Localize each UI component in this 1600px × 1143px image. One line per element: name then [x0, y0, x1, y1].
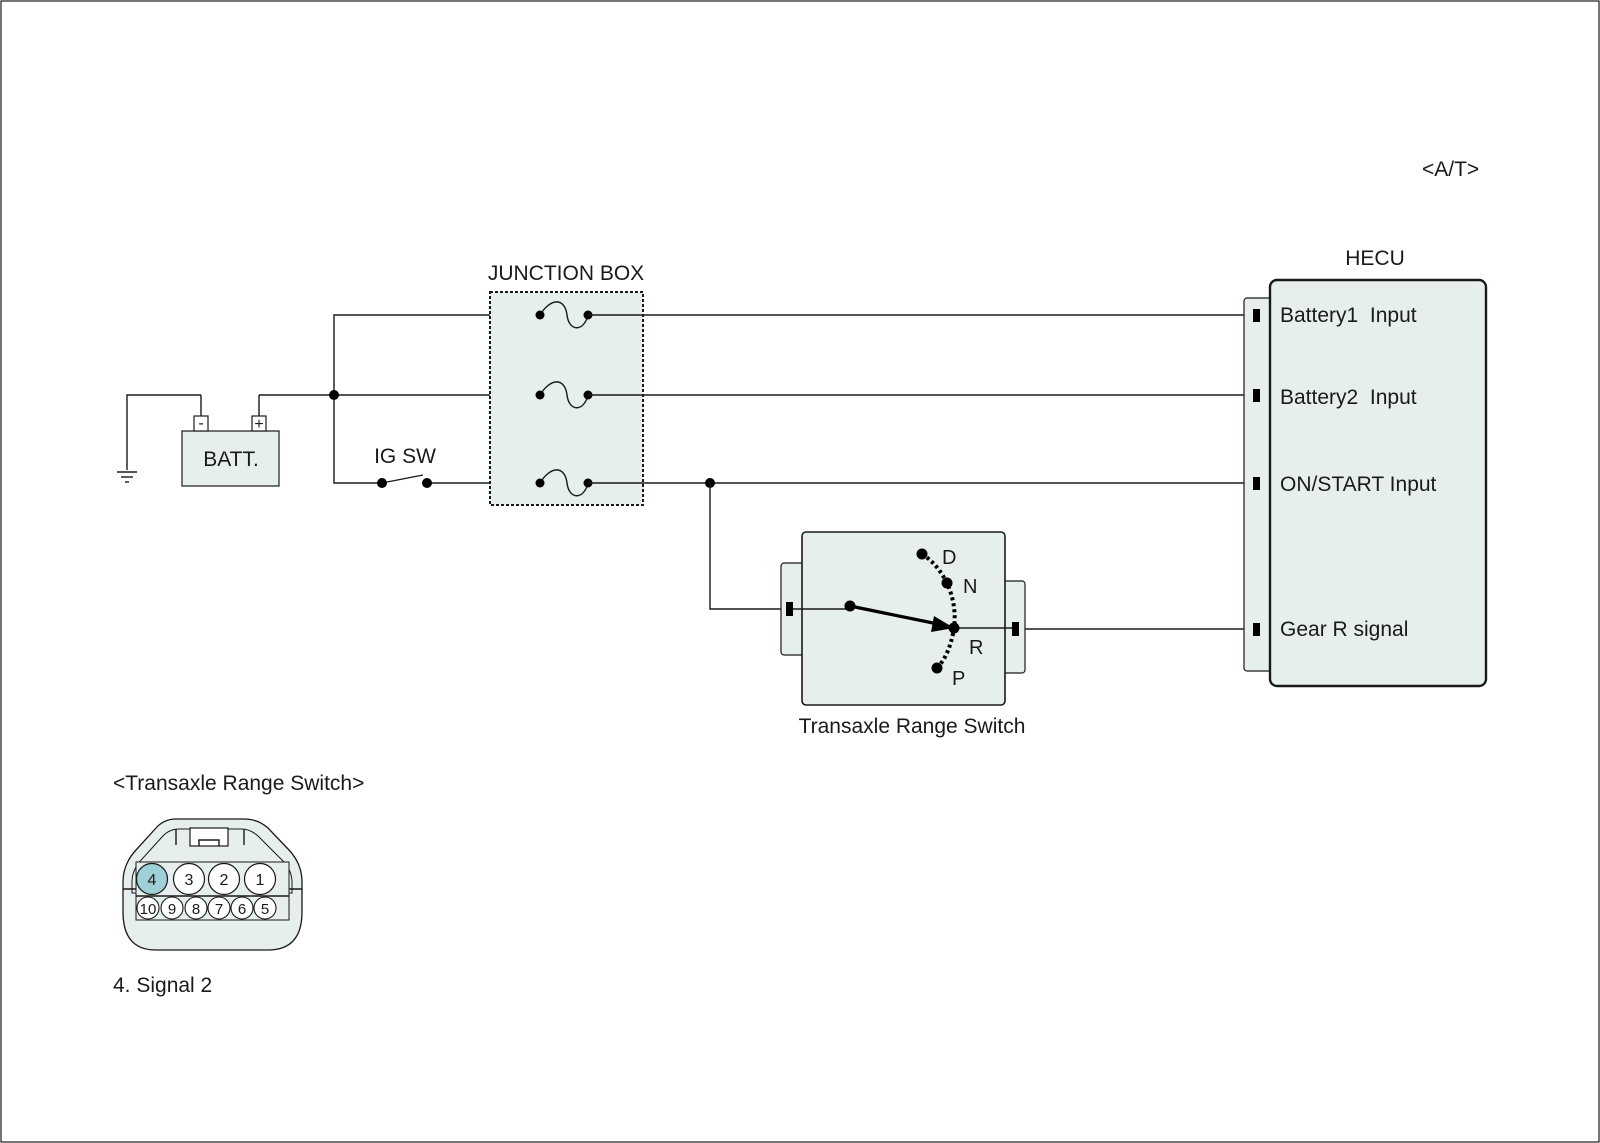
variant-label: <A/T> [1422, 158, 1479, 181]
connector-pin [172, 862, 206, 896]
battery: - + BATT. [181, 395, 280, 487]
fuse-battery1 [535, 301, 593, 329]
wire-range-switch-feed [709, 483, 786, 610]
junction-box-title: JUNCTION BOX [488, 262, 644, 285]
splice-battery [329, 390, 339, 400]
ig-switch-label: IG SW [374, 445, 436, 468]
junction-box-outline [489, 291, 644, 506]
connector-view: <Transaxle Range Switch> 4 3 2 1 [113, 772, 364, 997]
hecu-pin-on-start [1253, 477, 1260, 490]
connector-title: <Transaxle Range Switch> [113, 772, 364, 795]
position-p-label: P [952, 668, 965, 690]
connector-bottom-row: 10 9 8 7 6 5 [136, 896, 277, 920]
ground-symbol [117, 394, 201, 483]
battery-minus-sign: - [198, 415, 203, 432]
position-n-label: N [963, 576, 977, 598]
connector-pin-label: 10 [140, 901, 157, 918]
connector-pin [243, 862, 277, 896]
hecu-input-battery1: Battery1 Input [1280, 304, 1417, 327]
hecu: HECU Battery1 Input Battery2 Input ON/ST… [1243, 247, 1488, 688]
connector-pin-label: 8 [192, 901, 200, 918]
hecu-pin-battery2 [1253, 389, 1260, 402]
wire-ig-feed [333, 395, 382, 484]
hecu-pin-battery1 [1253, 309, 1260, 322]
connector-caption: 4. Signal 2 [113, 974, 212, 997]
connector-pin [136, 896, 160, 920]
range-switch-output-pin [1012, 622, 1019, 636]
transaxle-range-switch: D N R P Transaxle Range Switch [780, 531, 1026, 738]
wire-battery1 [333, 314, 540, 395]
connector-latch [189, 827, 229, 847]
range-switch-input-pin [786, 602, 793, 616]
connector-pin [207, 896, 231, 920]
connector-pin-label: 9 [168, 901, 176, 918]
range-switch-title: Transaxle Range Switch [799, 715, 1026, 738]
ig-switch: IG SW [374, 445, 540, 488]
range-switch-arm [849, 604, 939, 626]
connector-pin [230, 896, 254, 920]
battery-body [181, 430, 280, 487]
hecu-input-on-start: ON/START Input [1280, 473, 1437, 496]
junction-box: JUNCTION BOX [488, 262, 644, 506]
position-d-label: D [942, 547, 956, 569]
range-switch-pivot [844, 600, 856, 612]
hecu-title: HECU [1345, 247, 1405, 270]
position-p-contact [931, 662, 943, 674]
connector-pin-label: 3 [185, 872, 194, 889]
connector-pin-label: 4 [148, 872, 157, 889]
battery-label: BATT. [203, 448, 259, 471]
connector-pin [184, 896, 208, 920]
connector-pin [253, 896, 277, 920]
connector-pin [207, 862, 241, 896]
position-n-contact [941, 577, 953, 589]
hecu-pin-gear-r [1253, 623, 1260, 636]
connector-pin-label: 6 [238, 901, 246, 918]
connector-pin-label: 7 [215, 901, 223, 918]
connector-pin-label: 5 [261, 901, 269, 918]
connector-pin-label: 2 [220, 872, 229, 889]
position-r-label: R [969, 637, 983, 659]
range-switch-arrowhead [931, 616, 954, 632]
connector-pin-highlighted [135, 862, 169, 896]
hecu-body [1268, 278, 1488, 688]
battery-plus-sign: + [254, 416, 263, 433]
position-d-contact [916, 548, 928, 560]
connector-pin [160, 896, 184, 920]
hecu-input-battery2: Battery2 Input [1280, 386, 1417, 409]
connector-pin-label: 1 [256, 872, 265, 889]
position-r-contact [948, 622, 960, 634]
hecu-input-gear-r: Gear R signal [1280, 618, 1408, 641]
connector-top-row: 4 3 2 1 [135, 862, 277, 896]
